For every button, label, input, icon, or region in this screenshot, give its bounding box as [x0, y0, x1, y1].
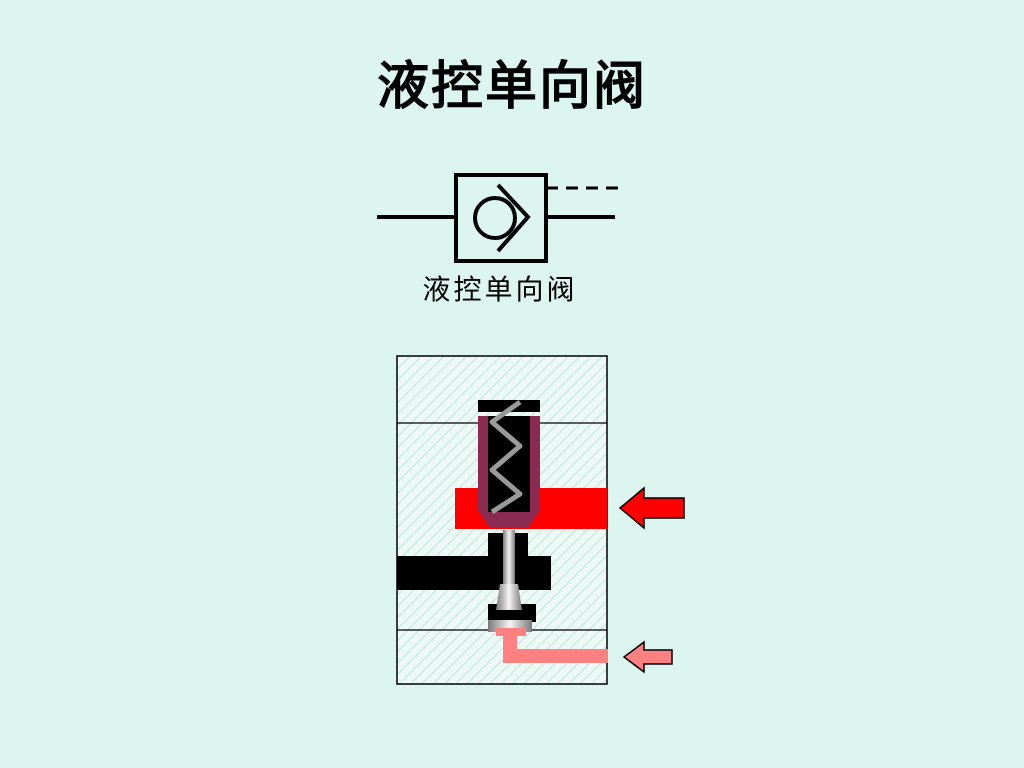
- symbol-seat: [496, 183, 531, 253]
- valve-cross-section: [380, 340, 700, 700]
- piston-rod: [503, 530, 515, 585]
- spring-chamber-cap: [478, 400, 540, 412]
- slide-title: 液控单向阀: [376, 57, 647, 117]
- pressure-oil-arrow: [618, 486, 685, 530]
- control-oil-chamber: [496, 628, 526, 636]
- control-oil-arrow: [622, 640, 673, 674]
- symbol-ball: [473, 196, 517, 240]
- check-valve-symbol: [370, 165, 630, 270]
- outlet-passage: [397, 556, 551, 590]
- core-bore: [488, 416, 530, 512]
- piston-tip: [496, 584, 522, 610]
- control-oil-passage: [503, 632, 608, 663]
- symbol-caption: 液控单向阀: [422, 273, 578, 306]
- spring: [489, 399, 523, 515]
